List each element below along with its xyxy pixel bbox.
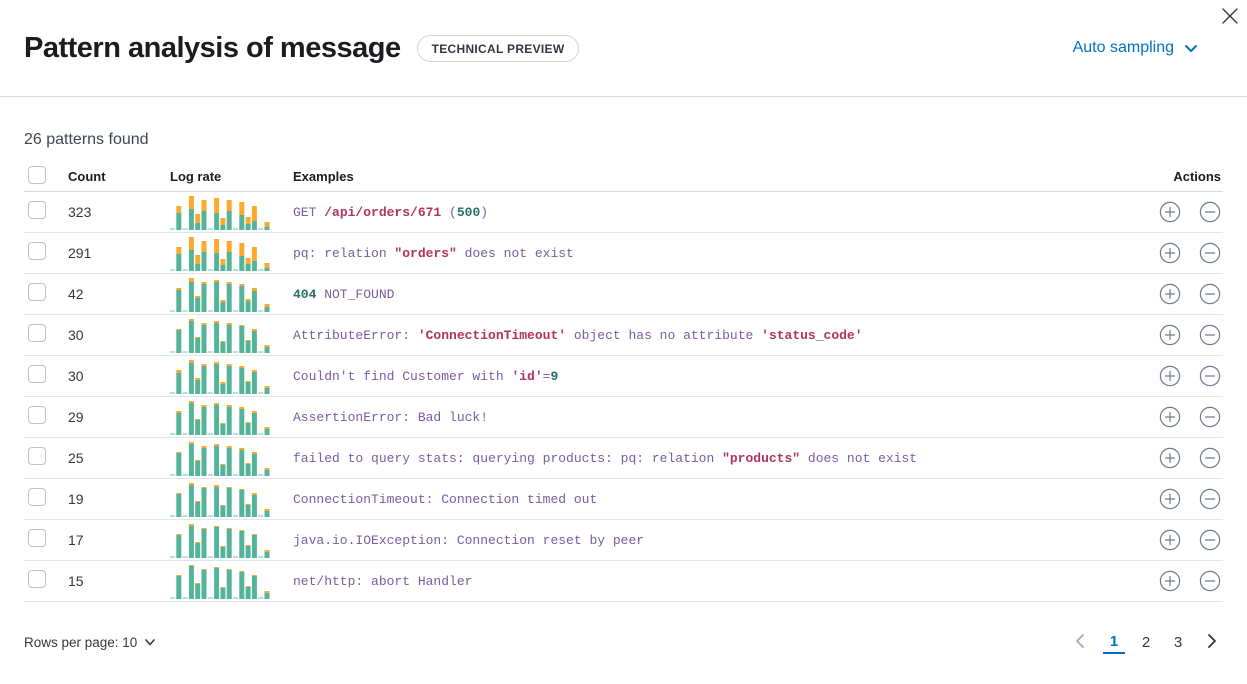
pattern-count: 323 (68, 204, 92, 220)
pattern-count: 25 (68, 450, 84, 466)
rows-per-page-dropdown[interactable]: Rows per page: 10 (24, 635, 156, 650)
column-header-examples: Examples (293, 168, 354, 184)
row-checkbox[interactable] (28, 364, 46, 383)
log-rate-sparkline (170, 235, 293, 271)
pattern-example: GET /api/orders/671 (500) (293, 205, 489, 220)
table-row: 323 GET /api/orders/671 (500) (24, 192, 1223, 233)
filter-out-pattern-icon[interactable] (1199, 406, 1221, 428)
next-page-icon[interactable] (1199, 630, 1223, 654)
pattern-count: 42 (68, 286, 84, 302)
filter-for-pattern-icon[interactable] (1159, 488, 1181, 510)
pattern-example: failed to query stats: querying products… (293, 451, 918, 466)
log-rate-sparkline (170, 522, 293, 558)
pattern-example: AssertionError: Bad luck! (293, 410, 489, 425)
chevron-down-icon (1183, 40, 1199, 56)
pattern-count: 30 (68, 368, 84, 384)
table-row: 29 AssertionError: Bad luck! (24, 397, 1223, 438)
pattern-example: AttributeError: 'ConnectionTimeout' obje… (293, 328, 863, 343)
log-rate-sparkline (170, 440, 293, 476)
log-rate-sparkline (170, 481, 293, 517)
previous-page-icon[interactable] (1069, 630, 1093, 654)
filter-for-pattern-icon[interactable] (1159, 365, 1181, 387)
pattern-example: pq: relation "orders" does not exist (293, 246, 574, 261)
row-checkbox[interactable] (28, 487, 46, 506)
flyout-header: Pattern analysis of message TECHNICAL PR… (0, 0, 1247, 97)
pattern-count: 17 (68, 532, 84, 548)
pattern-count: 19 (68, 491, 84, 507)
page-button-1[interactable]: 1 (1103, 630, 1125, 654)
close-icon[interactable] (1217, 3, 1243, 29)
row-checkbox[interactable] (28, 569, 46, 588)
page-title: Pattern analysis of message (24, 31, 401, 64)
table-row: 291 pq: relation "orders" does not exist (24, 233, 1223, 274)
row-checkbox[interactable] (28, 282, 46, 301)
pattern-example: net/http: abort Handler (293, 574, 473, 589)
log-rate-sparkline (170, 563, 293, 599)
filter-for-pattern-icon[interactable] (1159, 242, 1181, 264)
row-checkbox[interactable] (28, 528, 46, 547)
filter-out-pattern-icon[interactable] (1199, 488, 1221, 510)
sampling-dropdown-label: Auto sampling (1072, 39, 1174, 56)
filter-out-pattern-icon[interactable] (1199, 283, 1221, 305)
log-rate-sparkline (170, 399, 293, 435)
pattern-example: Couldn't find Customer with 'id'=9 (293, 369, 559, 384)
filter-for-pattern-icon[interactable] (1159, 447, 1181, 469)
pattern-table-body: 323 GET /api/orders/671 (500) 291 pq: re… (24, 192, 1223, 602)
column-header-log-rate: Log rate (170, 168, 222, 184)
table-row: 30 AttributeError: 'ConnectionTimeout' o… (24, 315, 1223, 356)
column-header-actions: Actions (1173, 168, 1221, 184)
log-rate-sparkline (170, 358, 293, 394)
pattern-example: 404 NOT_FOUND (293, 287, 395, 302)
pattern-count: 30 (68, 327, 84, 343)
filter-for-pattern-icon[interactable] (1159, 201, 1181, 223)
log-rate-sparkline (170, 317, 293, 353)
filter-out-pattern-icon[interactable] (1199, 324, 1221, 346)
page-button-2[interactable]: 2 (1135, 629, 1157, 655)
filter-for-pattern-icon[interactable] (1159, 324, 1181, 346)
filter-out-pattern-icon[interactable] (1199, 242, 1221, 264)
filter-out-pattern-icon[interactable] (1199, 201, 1221, 223)
table-row: 15 net/http: abort Handler (24, 561, 1223, 602)
pattern-example: ConnectionTimeout: Connection timed out (293, 492, 598, 507)
technical-preview-badge: TECHNICAL PREVIEW (416, 34, 580, 62)
pattern-count: 29 (68, 409, 84, 425)
table-row: 42 404 NOT_FOUND (24, 274, 1223, 315)
log-rate-sparkline (170, 276, 293, 312)
table-row: 30 Couldn't find Customer with 'id'=9 (24, 356, 1223, 397)
filter-out-pattern-icon[interactable] (1199, 365, 1221, 387)
pattern-example: java.io.IOException: Connection reset by… (293, 533, 645, 548)
rows-per-page-label: Rows per page: 10 (24, 634, 138, 650)
filter-for-pattern-icon[interactable] (1159, 529, 1181, 551)
filter-for-pattern-icon[interactable] (1159, 283, 1181, 305)
log-rate-sparkline (170, 194, 293, 230)
filter-for-pattern-icon[interactable] (1159, 406, 1181, 428)
page-button-3[interactable]: 3 (1167, 629, 1189, 655)
chevron-down-icon (144, 636, 156, 648)
row-checkbox[interactable] (28, 200, 46, 219)
flyout-body: 26 patterns found Count Log rate Example… (0, 131, 1247, 655)
table-header-row: Count Log rate Examples Actions (24, 161, 1223, 192)
filter-out-pattern-icon[interactable] (1199, 447, 1221, 469)
pattern-count: 15 (68, 573, 84, 589)
table-row: 25 failed to query stats: querying produ… (24, 438, 1223, 479)
row-checkbox[interactable] (28, 405, 46, 424)
filter-out-pattern-icon[interactable] (1199, 570, 1221, 592)
select-all-checkbox[interactable] (28, 165, 46, 184)
filter-for-pattern-icon[interactable] (1159, 570, 1181, 592)
row-checkbox[interactable] (28, 446, 46, 465)
filter-out-pattern-icon[interactable] (1199, 529, 1221, 551)
column-header-count: Count (68, 168, 106, 184)
table-row: 19 ConnectionTimeout: Connection timed o… (24, 479, 1223, 520)
table-row: 17 java.io.IOException: Connection reset… (24, 520, 1223, 561)
sampling-dropdown[interactable]: Auto sampling (1073, 39, 1199, 57)
patterns-found-count: 26 patterns found (24, 131, 149, 148)
row-checkbox[interactable] (28, 323, 46, 342)
row-checkbox[interactable] (28, 241, 46, 260)
pattern-count: 291 (68, 245, 92, 261)
